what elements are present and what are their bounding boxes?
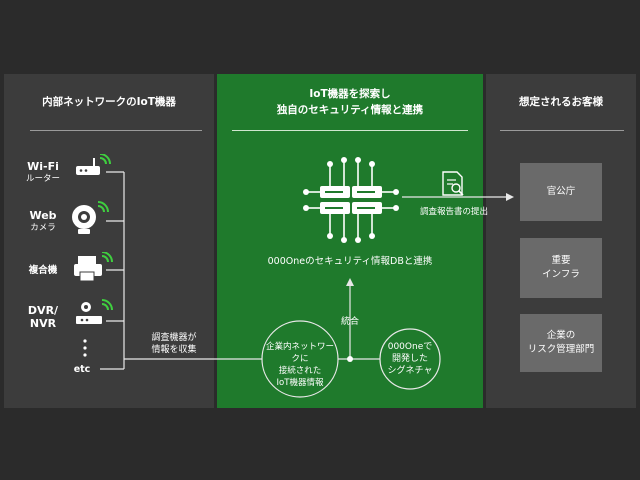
device-label: 複合機 (28, 265, 58, 276)
device-wifi-router: Wi-Fi ルーター (14, 160, 72, 186)
device-label: DVR/ (27, 304, 59, 317)
device-webcam: Web カメラ (14, 209, 72, 235)
left-panel-title: 内部ネットワークのIoT機器 (42, 96, 176, 108)
customer-government: 官公庁 (520, 163, 602, 221)
merge-label: 統合 (340, 317, 359, 327)
right-panel-title: 想定されるお客様 (519, 96, 603, 108)
collect-note: 調査機器が 情報を収集 (136, 332, 212, 356)
report-document-icon (442, 171, 464, 196)
signature-circle (379, 328, 441, 390)
customer-label: 企業の (546, 330, 576, 341)
circle-text-line: 接続された (278, 366, 322, 376)
circle-text-line: 000Oneで (387, 342, 433, 352)
db-label: 000Oneのセキュリティ情報DBと連携 (267, 256, 433, 267)
customer-infrastructure: 重要 インフラ (520, 238, 602, 298)
customer-risk-management: 企業の リスク管理部門 (520, 314, 602, 372)
device-info-circle (261, 320, 339, 398)
customer-label: インフラ (542, 269, 580, 280)
webcam-icon (72, 201, 109, 234)
dvr-icon (76, 299, 113, 324)
security-db-icon (303, 157, 399, 243)
circle-text-line: 企業内ネットワークに (265, 342, 334, 364)
right-divider (500, 130, 624, 131)
middle-title-line2: 独自のセキュリティ情報と連携 (276, 104, 424, 116)
left-divider (30, 130, 202, 131)
left-panel (4, 74, 214, 408)
middle-title-line1: IoT機器を探索し (309, 88, 391, 100)
customer-label: 官公庁 (546, 186, 576, 197)
signature-circle-text: 000Oneで 開発した シグネチャ (380, 341, 440, 377)
middle-divider (232, 130, 468, 131)
collect-note-line: 調査機器が (151, 333, 197, 343)
device-label: Web (29, 209, 57, 222)
collect-note-line: 情報を収集 (151, 345, 197, 355)
circle-text-line: IoT機器情報 (276, 378, 324, 388)
device-label: Wi-Fi (27, 160, 59, 173)
device-sublabel: ルーター (25, 174, 60, 184)
device-etc: etc (73, 364, 91, 375)
device-sublabel: NVR (29, 317, 57, 330)
printer-icon (74, 252, 113, 282)
device-mfp: 複合機 (14, 264, 72, 277)
device-info-circle-text: 企業内ネットワークに 接続された IoT機器情報 (262, 341, 338, 389)
circle-text-line: 開発した (391, 354, 428, 364)
device-sublabel: カメラ (30, 223, 56, 233)
router-icon (76, 154, 111, 175)
circle-text-line: シグネチャ (387, 366, 433, 376)
device-dvr: DVR/ NVR (14, 304, 72, 330)
customer-label: リスク管理部門 (527, 344, 595, 355)
report-label: 調査報告書の提出 (419, 207, 488, 217)
customer-label: 重要 (551, 255, 571, 266)
more-dots-icon (83, 339, 87, 357)
